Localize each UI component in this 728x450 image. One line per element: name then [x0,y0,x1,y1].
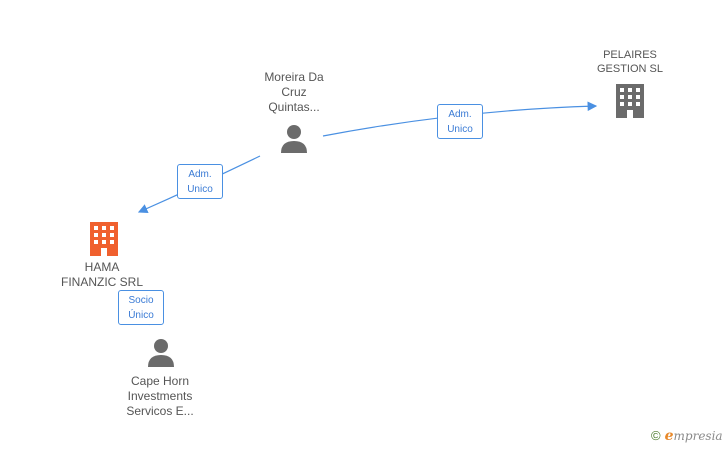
edge-badge-moreira-hama[interactable]: Adm. Unico [177,164,223,199]
copyright-icon: © [651,428,661,443]
edge-badge-cape-hama[interactable]: Socio Único [118,290,164,325]
edge-badge-moreira-pelaires[interactable]: Adm. Unico [437,104,483,139]
node-label-pelaires[interactable]: PELAIRES GESTION SL [596,49,664,75]
empresia-logo: ©empresia [651,428,723,444]
building-icon-hama[interactable] [90,222,118,256]
node-label-hama[interactable]: HAMA FINANZIC SRL [60,260,143,289]
person-icon-cape-horn[interactable] [148,339,174,367]
building-icon-pelaires[interactable] [616,84,644,118]
node-label-moreira[interactable]: Moreira Da Cruz Quintas... [264,70,324,114]
node-label-cape-horn[interactable]: Cape Horn Investments Servicos E... [126,374,194,418]
person-icon-moreira[interactable] [281,125,307,153]
